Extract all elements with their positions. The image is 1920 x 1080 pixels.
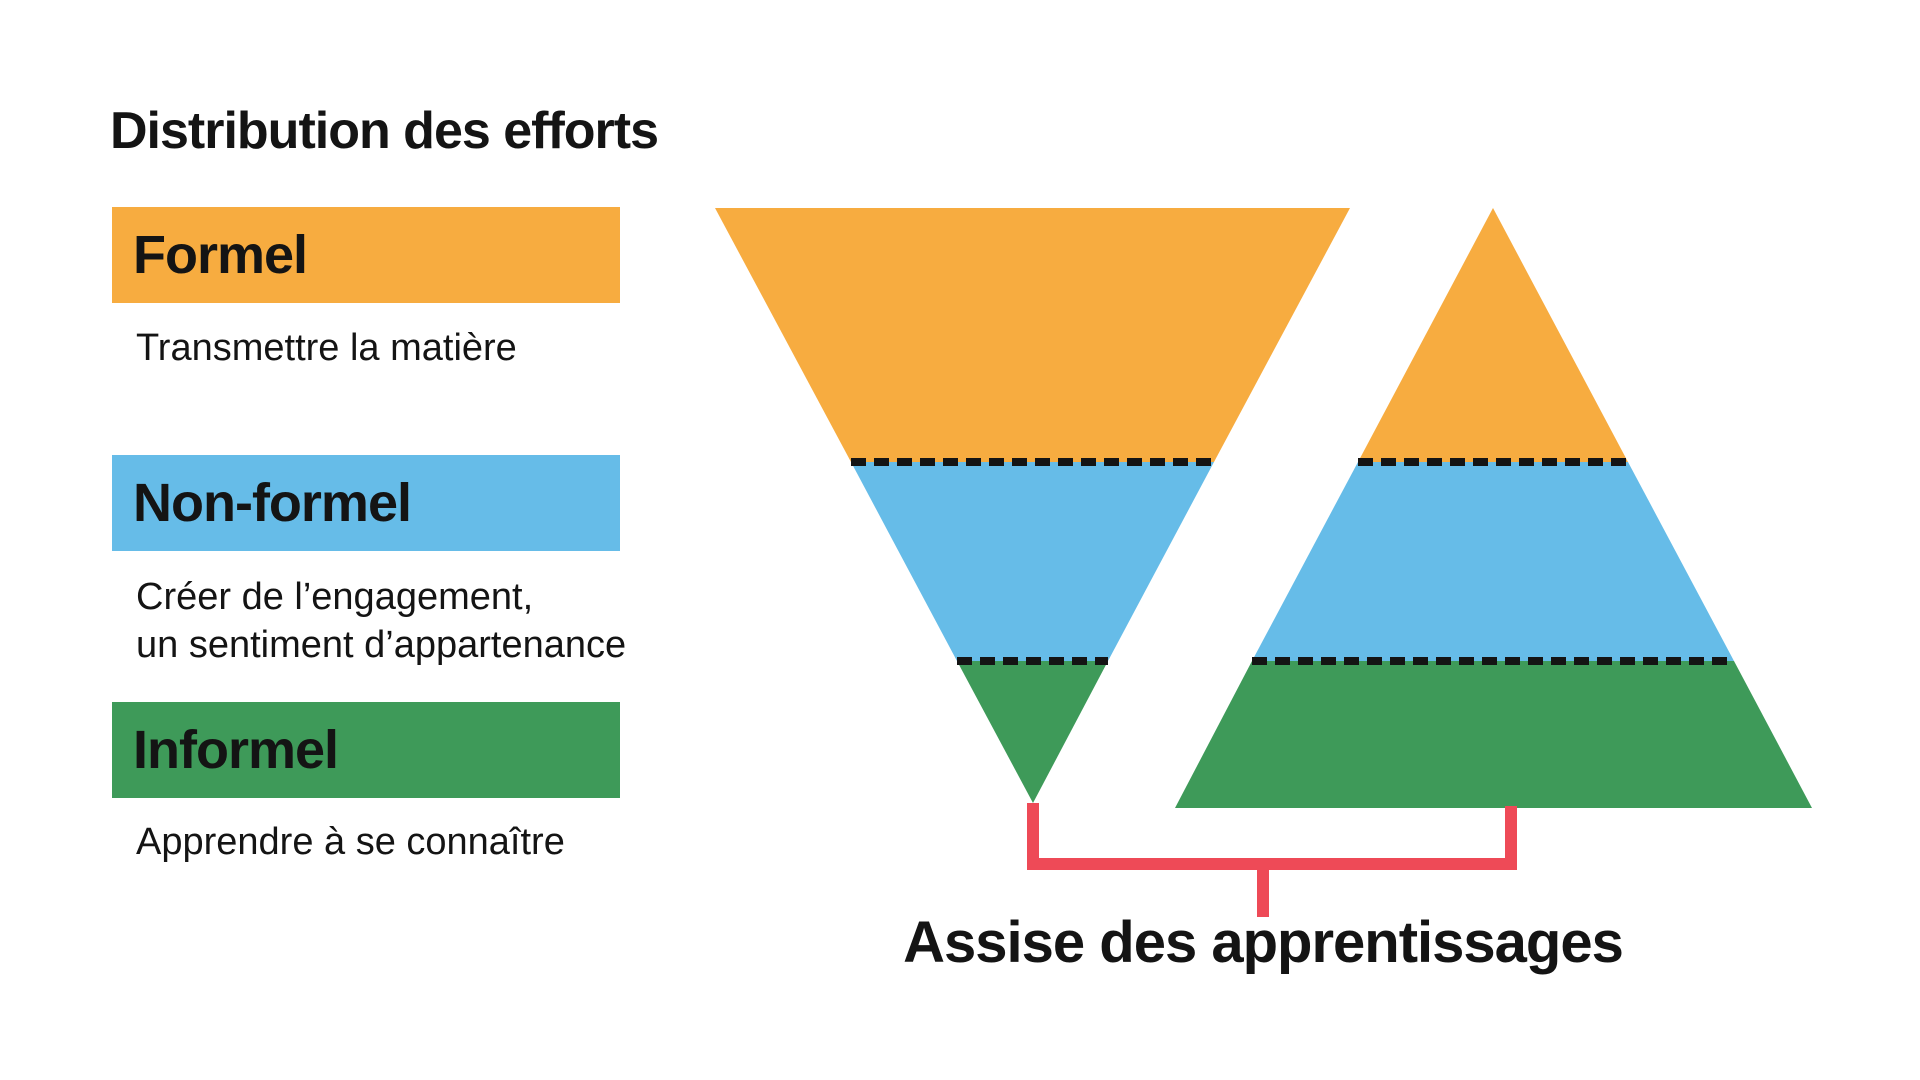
right-triangle-non-formel-section bbox=[1252, 462, 1734, 661]
legend-bar-non-formel: Non-formel bbox=[112, 455, 620, 551]
right-triangle-informel-section bbox=[1175, 661, 1812, 808]
foundation-bracket bbox=[1027, 803, 1517, 917]
left-triangle-formel-section bbox=[715, 208, 1350, 462]
legend-desc-informel-line1: Apprendre à se connaître bbox=[136, 821, 565, 863]
left-triangle-non-formel-section bbox=[851, 462, 1214, 661]
legend-desc-informel: Apprendre à se connaître bbox=[136, 818, 565, 866]
legend-bar-informel: Informel bbox=[112, 702, 620, 798]
legend-label-formel: Formel bbox=[133, 225, 308, 285]
foundation-bracket-label: Assise des apprentissages bbox=[903, 910, 1624, 975]
legend-desc-formel: Transmettre la matière bbox=[136, 324, 517, 372]
legend-bar-formel: Formel bbox=[112, 207, 620, 303]
right-triangle-formel-section bbox=[1358, 208, 1628, 462]
legend-desc-non-formel: Créer de l’engagement, un sentiment d’ap… bbox=[136, 573, 626, 669]
left-triangle-informel-section bbox=[957, 661, 1108, 803]
right-upright-triangle bbox=[1175, 208, 1812, 808]
legend-desc-non-formel-line2: un sentiment d’appartenance bbox=[136, 624, 627, 666]
foundation-bracket-main bbox=[1027, 803, 1517, 870]
legend-desc-formel-line1: Transmettre la matière bbox=[136, 327, 517, 369]
legend-label-non-formel: Non-formel bbox=[133, 473, 412, 533]
page-title: Distribution des efforts bbox=[110, 102, 659, 160]
legend-desc-non-formel-line1: Créer de l’engagement, bbox=[136, 576, 534, 618]
left-inverted-triangle bbox=[715, 208, 1350, 803]
legend-label-informel: Informel bbox=[133, 720, 339, 780]
